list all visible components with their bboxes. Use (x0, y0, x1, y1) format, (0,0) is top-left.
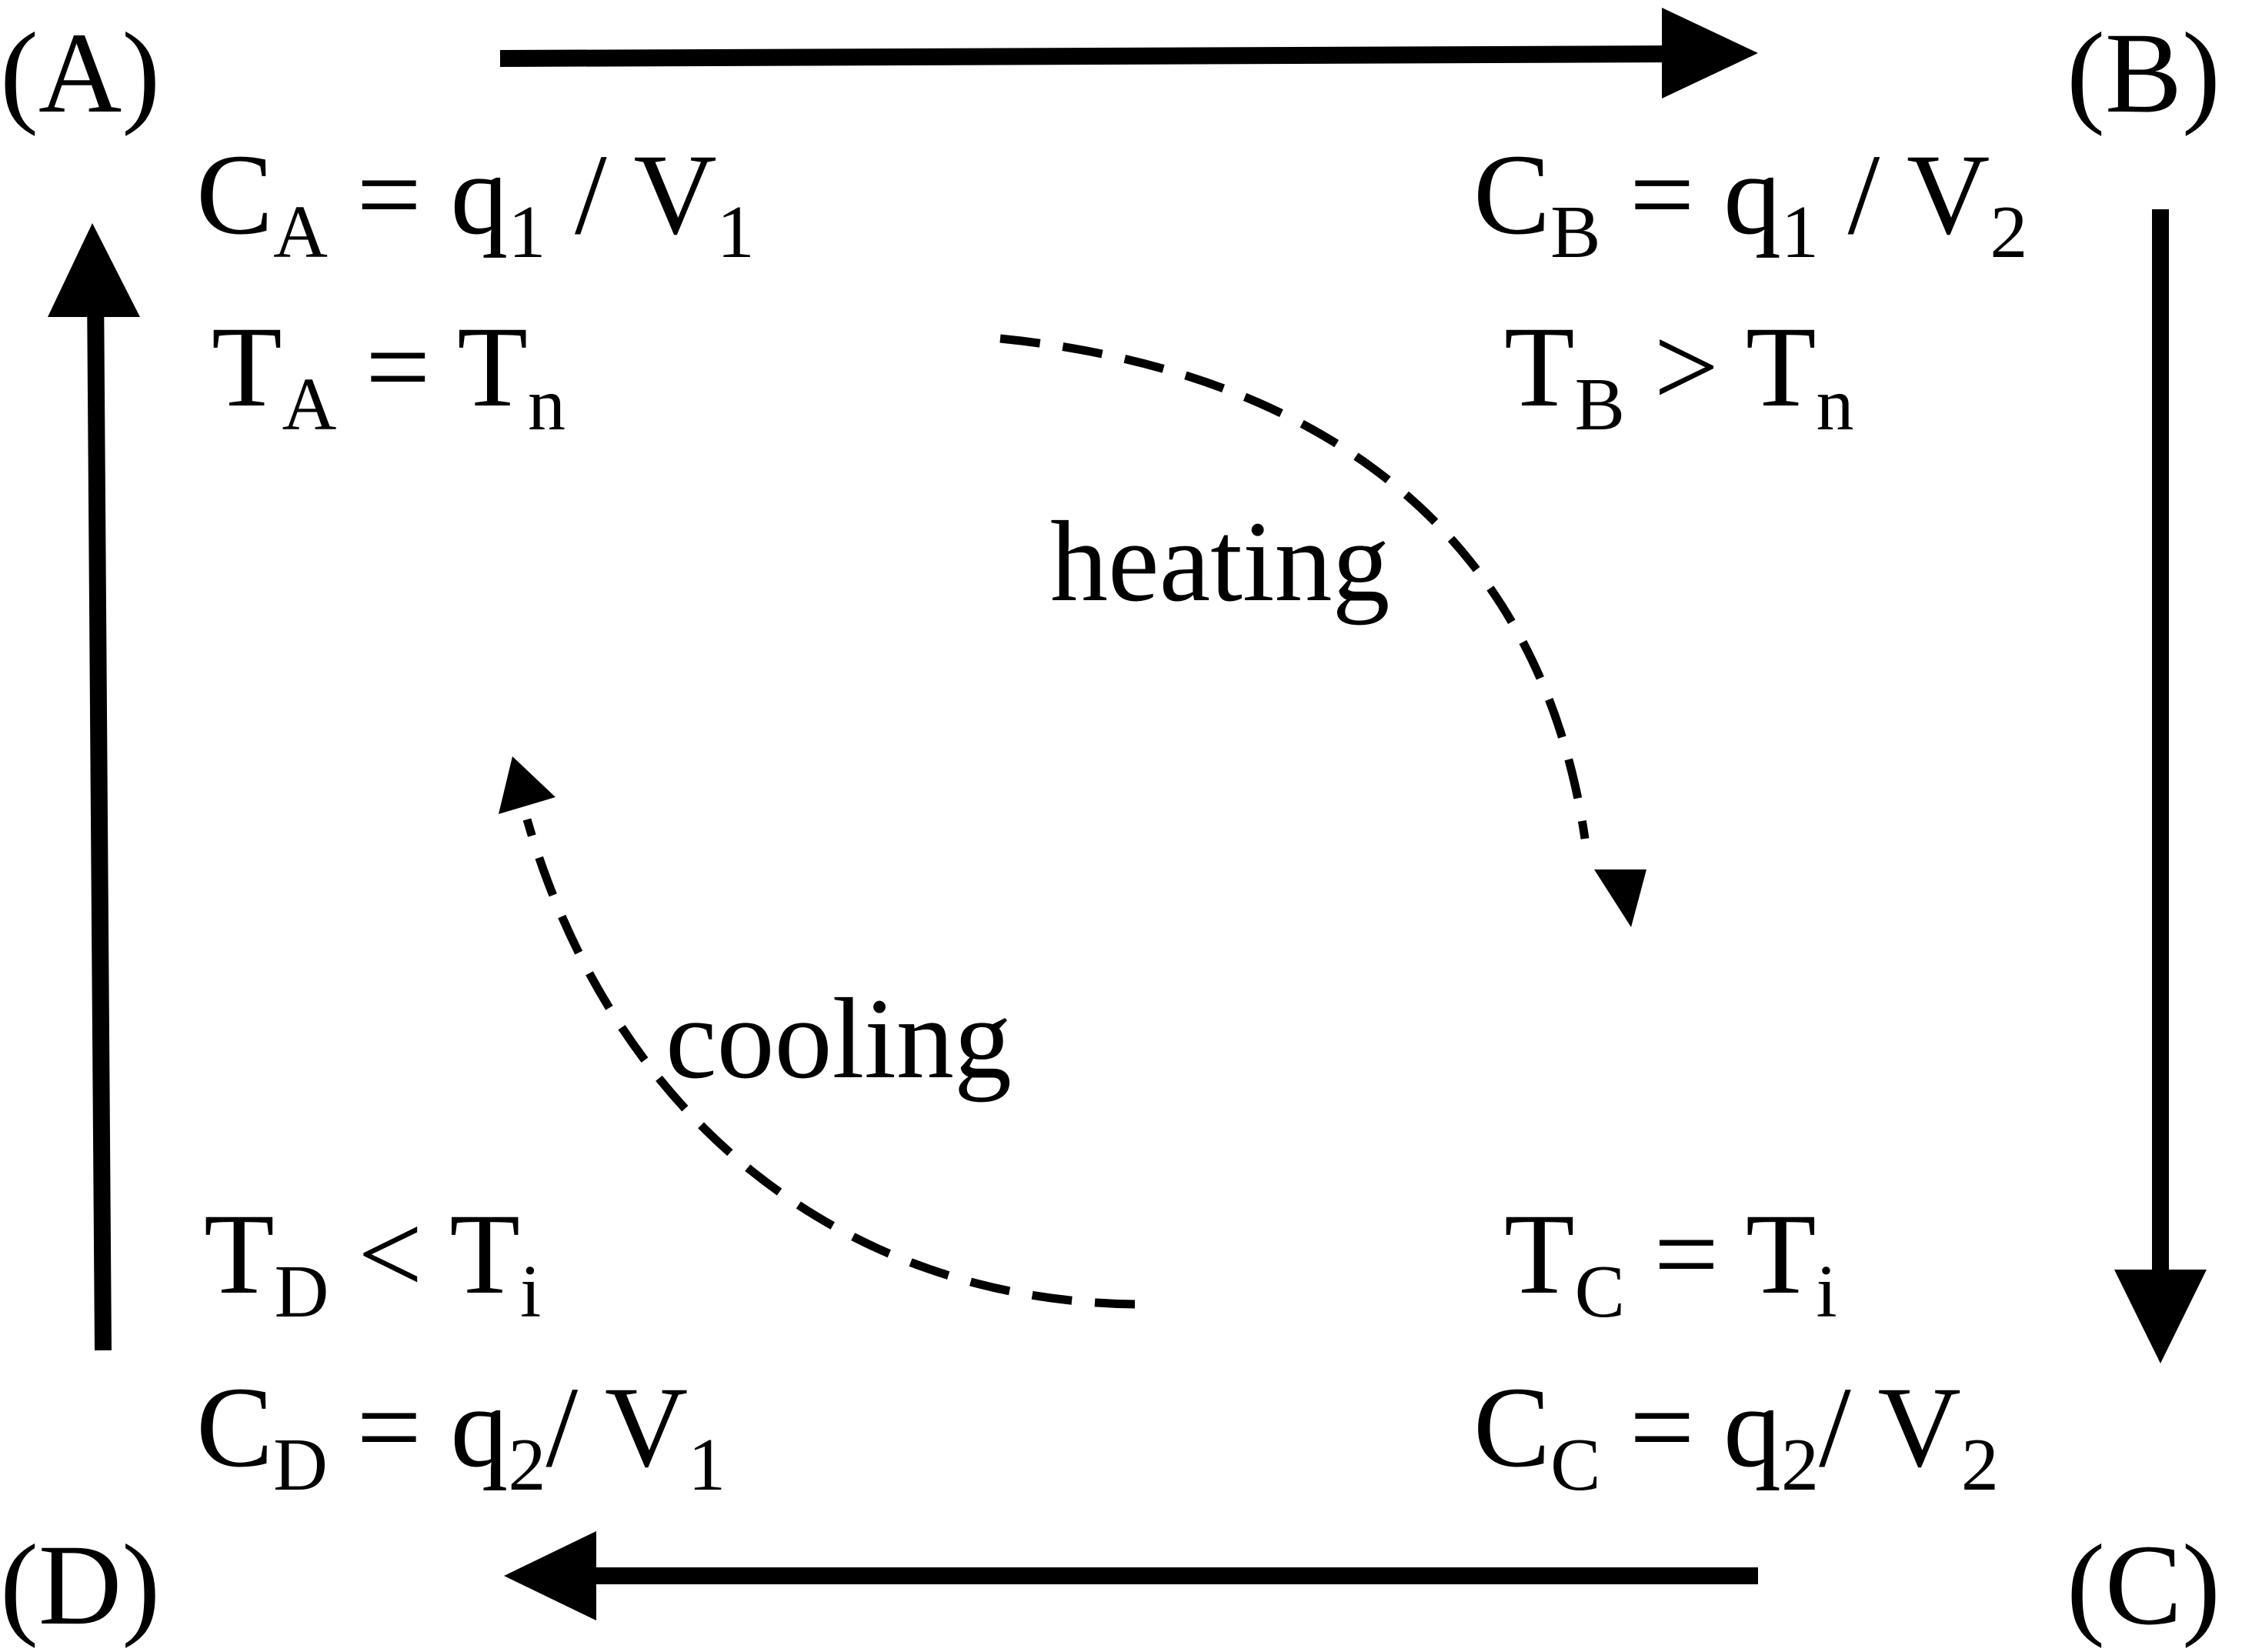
cooling-curve-arrow (499, 756, 1136, 1309)
state-a-concentration: CA = q1 / V1 (196, 131, 755, 275)
corner-label-a: (A) (0, 9, 161, 137)
heating-label: heating (1050, 498, 1390, 626)
heating-curve-arrow (999, 334, 1646, 927)
corner-label-d: (D) (0, 1521, 161, 1649)
cooling-label: cooling (666, 975, 1012, 1103)
arrow-b-to-c (2114, 209, 2207, 1363)
state-d-temperature: TD < Ti (204, 1190, 542, 1334)
corner-label-c: (C) (2067, 1521, 2220, 1649)
arrow-d-to-a (48, 223, 140, 1351)
state-d-concentration: CD = q2/ V1 (196, 1363, 726, 1507)
arrow-a-to-b (499, 8, 1758, 98)
state-c-temperature: TC = Ti (1504, 1190, 1837, 1334)
state-b-temperature: TB > Tn (1504, 303, 1854, 447)
state-c-concentration: CC = q2/ V2 (1473, 1363, 1999, 1507)
state-a-temperature: TA = Tn (212, 303, 566, 447)
arrow-c-to-d (504, 1531, 1758, 1620)
state-b-concentration: CB = q1 / V2 (1473, 131, 2028, 275)
corner-label-b: (B) (2067, 9, 2220, 137)
